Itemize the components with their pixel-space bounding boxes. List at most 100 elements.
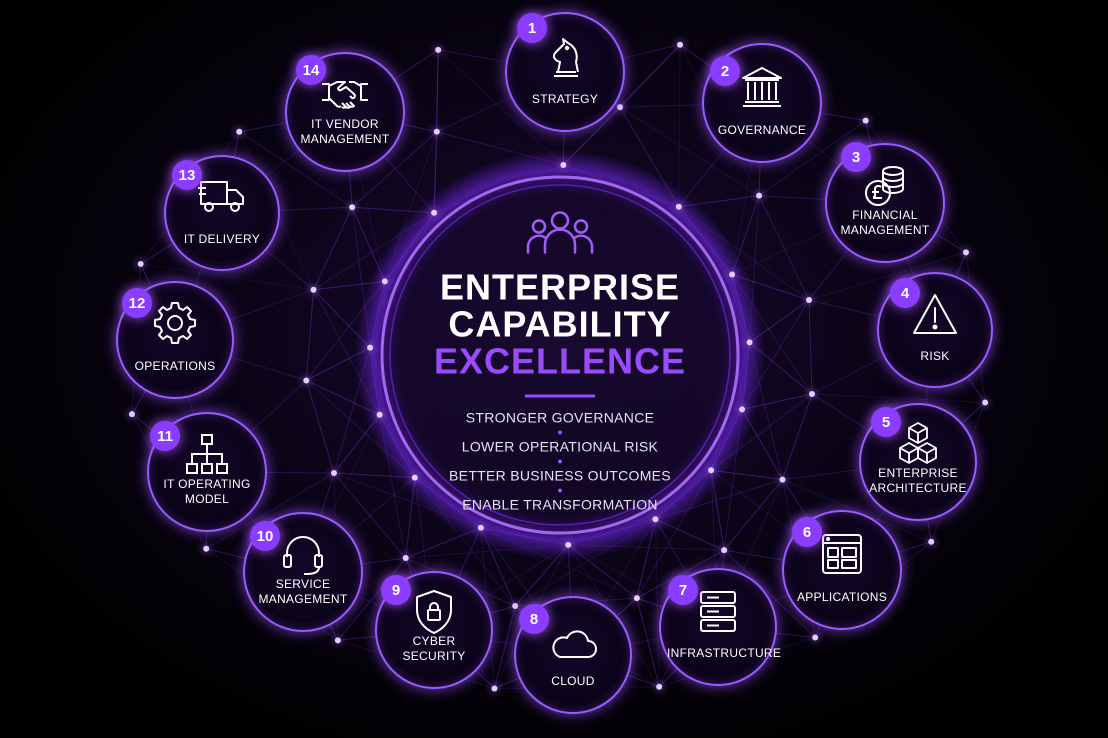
network-node-dot: [812, 634, 819, 641]
network-node-dot: [729, 271, 736, 278]
network-node-dot: [633, 595, 640, 602]
network-node-dot: [433, 128, 440, 135]
network-node-dot: [677, 41, 684, 48]
capability-number-badge: 6: [792, 517, 822, 547]
capability-label: OPERATIONS: [134, 359, 216, 374]
network-node-dot: [477, 524, 484, 531]
network-line: [811, 393, 986, 404]
benefit-item: BETTER BUSINESS OUTCOMES: [449, 467, 671, 484]
institution-icon: [737, 62, 787, 112]
capability-node-it-delivery[interactable]: IT DELIVERY: [164, 155, 280, 271]
headset-icon: [278, 529, 328, 579]
capability-number-badge: 5: [871, 407, 901, 437]
capability-label: SERVICE MANAGEMENT: [258, 576, 348, 606]
network-node-dot: [746, 339, 753, 346]
server-rack-icon: [693, 586, 743, 636]
network-node-dot: [756, 192, 763, 199]
cloud-icon: [548, 619, 598, 669]
capability-number-badge: 9: [381, 575, 411, 605]
network-node-dot: [565, 541, 572, 548]
network-node-dot: [334, 637, 341, 644]
network-line: [140, 263, 314, 291]
network-node-dot: [982, 399, 989, 406]
network-line: [808, 251, 967, 301]
benefit-separator: [558, 488, 562, 493]
network-node-dot: [809, 390, 816, 397]
network-line: [238, 131, 353, 208]
network-line: [437, 49, 564, 166]
network-node-dot: [928, 538, 935, 545]
capability-label: CYBER SECURITY: [402, 634, 466, 664]
org-chart-icon: [182, 430, 232, 480]
network-nodes: [128, 41, 989, 692]
network-line: [758, 195, 810, 301]
core-ring: [380, 175, 740, 535]
chess-knight-icon: [540, 30, 590, 80]
network-node-dot: [203, 545, 210, 552]
network-node-dot: [411, 474, 418, 481]
network-line: [305, 380, 335, 474]
network-node-dot: [675, 203, 682, 210]
network-node-dot: [376, 411, 383, 418]
capability-label: ENTERPRISE ARCHITECTURE: [869, 466, 967, 496]
center-title-line2: CAPABILITY: [448, 303, 672, 345]
capability-number-badge: 1: [517, 13, 547, 43]
coins-pound-icon: [860, 161, 910, 211]
network-node-dot: [402, 555, 409, 562]
benefit-item: STRONGER GOVERNANCE: [465, 409, 655, 426]
network-line: [723, 479, 783, 551]
network-line: [619, 106, 760, 197]
network-line: [351, 131, 438, 208]
network-node-dot: [963, 249, 969, 256]
network-line: [654, 519, 660, 687]
capability-number-badge: 13: [172, 160, 202, 190]
capability-number-badge: 12: [122, 288, 152, 318]
network-line: [678, 44, 681, 207]
network-node-dot: [236, 128, 243, 135]
network-node-dot: [708, 467, 715, 474]
network-node-dot: [435, 46, 442, 53]
network-node-dot: [862, 117, 869, 124]
network-node-dot: [381, 278, 388, 285]
network-line: [636, 549, 725, 599]
network-line: [337, 557, 407, 641]
network-line: [205, 472, 335, 550]
app-window-icon: [817, 529, 867, 579]
benefit-separator: [558, 459, 562, 464]
network-node-dot: [560, 162, 567, 169]
capability-node-it-operating-model[interactable]: IT OPERATING MODEL: [147, 412, 267, 532]
capability-label: IT OPERATING MODEL: [163, 476, 251, 506]
warning-triangle-icon: [910, 290, 960, 340]
benefit-item: ENABLE TRANSFORMATION: [462, 496, 658, 513]
center-title-line1: ENTERPRISE: [439, 266, 681, 308]
network-node-dot: [652, 516, 659, 523]
network-node-dot: [779, 476, 786, 483]
capability-number-badge: 8: [519, 604, 549, 634]
network-line: [436, 49, 439, 132]
network-node-dot: [617, 104, 624, 111]
network-line: [305, 289, 314, 381]
network-line: [333, 472, 407, 559]
capability-label: APPLICATIONS: [796, 589, 888, 604]
network-node-dot: [303, 377, 310, 384]
core-ring-inner: [389, 184, 731, 526]
network-node-dot: [349, 204, 356, 211]
capability-label: RISK: [920, 348, 950, 363]
network-node-dot: [367, 344, 374, 351]
gear-icon: [150, 298, 200, 348]
network-node-dot: [656, 683, 663, 690]
network-line: [636, 598, 660, 687]
network-node-dot: [310, 286, 317, 293]
people-group-icon: [525, 207, 595, 261]
network-line: [619, 44, 681, 108]
network-line: [723, 549, 816, 638]
network-node-dot: [721, 547, 728, 554]
capability-label: IT VENDOR MANAGEMENT: [300, 116, 390, 146]
network-line: [313, 207, 353, 290]
capability-label: GOVERNANCE: [717, 122, 807, 137]
capability-number-badge: 11: [150, 421, 180, 451]
capability-number-badge: 7: [668, 575, 698, 605]
benefit-item: LOWER OPERATIONAL RISK: [461, 438, 659, 455]
center-divider: [525, 394, 595, 398]
